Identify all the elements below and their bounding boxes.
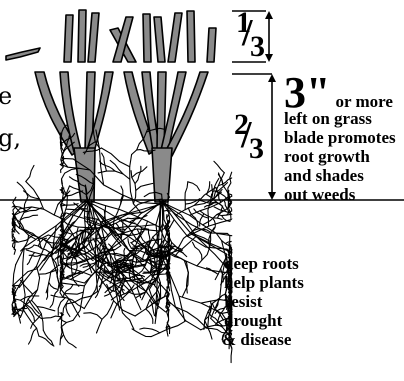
root-strand [169,254,186,262]
root-strand [140,328,160,333]
root-strand [64,292,83,294]
fraction-two-thirds-denominator: 3 [249,134,264,164]
root-strand [102,153,107,171]
root-strand [185,182,188,210]
height-desc-line-5: out weeds [284,186,355,204]
root-strand [135,166,141,183]
root-systems [12,119,232,363]
cut-blade-9 [187,11,195,62]
bottom-arrow-up [268,74,276,82]
root-strand [193,242,202,260]
root-strand [101,148,129,167]
root-strand [136,183,153,190]
root-strand [84,313,102,320]
roots-desc-line-1: deep roots [224,255,299,273]
root-strand [39,270,58,275]
root-strand [21,280,33,294]
root-strand [128,239,131,249]
root-strand [151,321,186,337]
fraction-one-third-denominator: 3 [250,32,265,62]
root-strand [64,335,77,348]
cut-blade-10 [207,28,216,62]
root-strand [146,309,153,323]
root-strand [49,282,58,289]
root-strand [23,247,26,310]
root-strand [214,161,224,173]
root-strand [43,330,53,345]
root-strand [27,253,34,265]
height-desc-line-2: blade promotes [284,129,396,147]
cut-blade-6 [143,14,151,62]
top-arrow-up [265,11,273,19]
root-strand [96,130,104,185]
root-strand [17,182,28,196]
root-strand [61,320,73,338]
cut-blade-7 [154,17,165,62]
fraction-one-third: 1 / 3 [234,8,266,62]
flying-clipping [6,48,40,60]
cut-blade-2 [78,10,86,62]
height-desc-line-4: and shades [284,167,364,185]
cropped-text-2: g, [0,124,21,152]
roots-desc-line-4: drought [224,312,282,330]
root-strand [175,307,206,328]
roots-desc-line-5: & disease [222,331,291,349]
root-strand [29,328,37,344]
cut-blade-3 [88,13,99,62]
height-desc-line-3: root growth [284,148,370,166]
fraction-two-thirds: 2 / 3 [232,110,266,166]
root-strand [26,165,34,181]
root-strand [46,272,51,293]
root-strand [188,182,200,191]
root-strand [63,157,74,160]
root-strand [31,314,42,329]
root-strand [41,316,60,318]
root-strand [50,290,58,307]
cropped-text-1: e [0,82,12,110]
cut-blade-1 [64,15,73,62]
root-strand [64,285,73,298]
cut-blade-tops [6,10,216,62]
roots-desc-line-2: help plants [224,274,304,292]
cut-blade-8 [168,13,182,62]
root-strand [66,299,70,317]
height-desc-line-1: left on grass [284,110,372,128]
top-arrow-down [265,54,273,62]
root-strand [132,329,151,337]
bottom-arrow-down [268,192,276,200]
roots-desc-line-3: resist [224,293,262,311]
right-grass-clump [124,72,208,202]
